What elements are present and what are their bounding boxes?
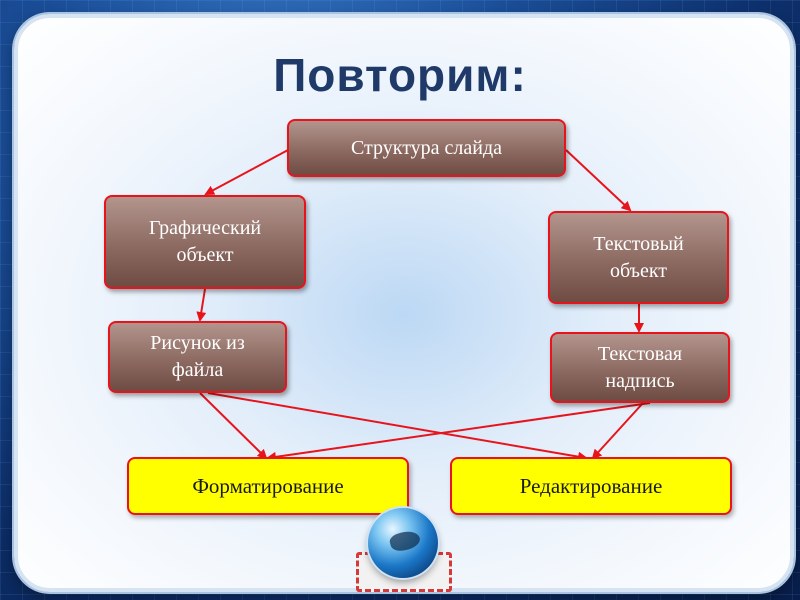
node-picture-from-file[interactable]: Рисунок из файла	[108, 321, 287, 393]
slide-title: Повторим:	[273, 49, 527, 101]
arrow-picture-to-editing	[207, 392, 588, 462]
arrow-root-to-text	[565, 149, 632, 212]
globe-icon	[368, 508, 438, 578]
arrow-graphic-to-picture	[196, 288, 207, 322]
arrow-picture-to-formatting	[199, 392, 268, 460]
node-graphic-object[interactable]: Графический объект	[104, 195, 306, 289]
node-formatting[interactable]: Форматирование	[127, 457, 409, 515]
node-text-object[interactable]: Текстовый объект	[548, 211, 729, 304]
arrow-caption-to-editing	[591, 402, 644, 460]
node-editing[interactable]: Редактирование	[450, 457, 732, 515]
arrow-root-to-graphic	[204, 149, 289, 195]
node-slide-structure[interactable]: Структура слайда	[287, 119, 566, 177]
arrow-caption-to-formatting	[266, 402, 651, 462]
node-text-caption[interactable]: Текстовая надпись	[550, 332, 730, 403]
